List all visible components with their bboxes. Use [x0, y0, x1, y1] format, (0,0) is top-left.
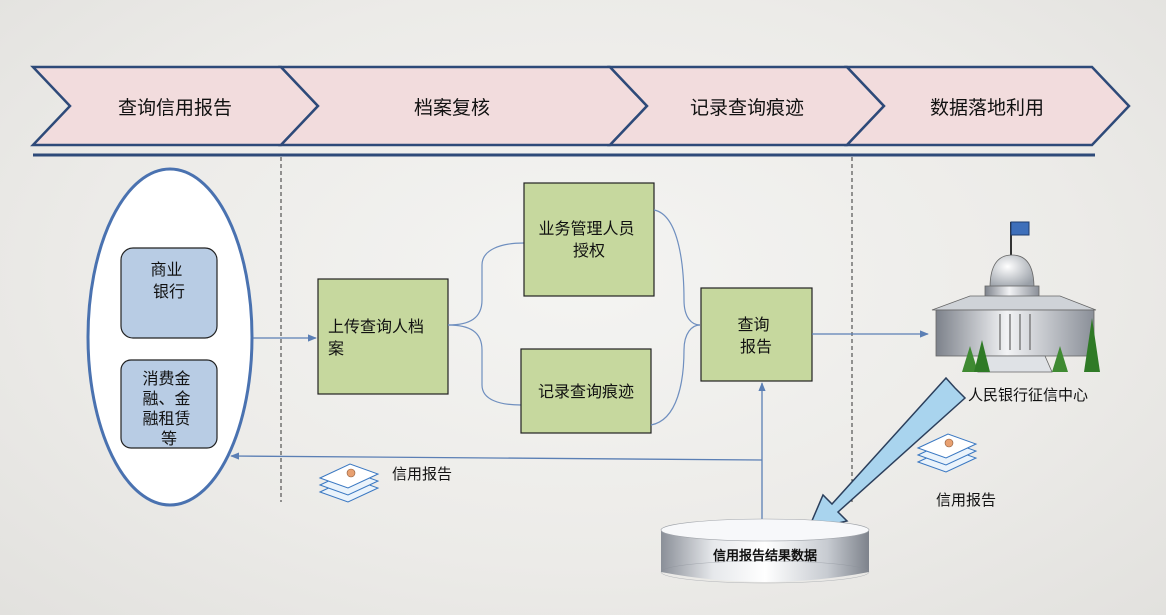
- svg-text:消费金 融、金 融租赁: 消费金 融、金 融租赁 等: [142, 369, 195, 448]
- result-database-cylinder[interactable]: 信用报告结果数据: [660, 518, 870, 584]
- manager-authorization-box[interactable]: 业务管理人员 授权: [523, 182, 655, 297]
- query-report-box[interactable]: 查询 报告: [700, 287, 813, 382]
- consumer-finance-line-3: 融租赁: [142, 409, 190, 428]
- upload-profile-box[interactable]: 上传查询人档 案: [317, 278, 449, 395]
- record-trace-box[interactable]: 记录查询痕迹: [520, 348, 652, 434]
- phase-label-2: 档案复核: [414, 97, 490, 119]
- phase-chevron-4: [844, 65, 1131, 147]
- brace-left-lower: [447, 324, 522, 406]
- brace-left: [447, 242, 525, 326]
- pboc-center-label: 人民银行征信中心: [968, 386, 1088, 404]
- commercial-bank-box[interactable]: 商业 银行: [120, 247, 218, 339]
- brace-right-lower: [650, 324, 701, 426]
- phase-label-3: 记录查询痕迹: [690, 97, 804, 119]
- pboc-building-icon: [931, 221, 1100, 373]
- database-label: 信用报告结果数据: [713, 548, 817, 564]
- upload-line-1: 上传查询人档: [328, 317, 424, 336]
- svg-text:查询 报告: 查询 报告: [737, 315, 774, 356]
- arrow-return-report: [230, 452, 763, 461]
- phase-band: 查询信用报告 档案复核 记录查询痕迹 数据落地利用: [30, 65, 1131, 157]
- report-icon-left: [318, 463, 380, 503]
- commercial-bank-line-2: 银行: [153, 282, 185, 301]
- consumer-finance-line-2: 融、金: [142, 389, 190, 408]
- svg-text:上传查询人档 案: 上传查询人档 案: [328, 317, 429, 358]
- query-report-line-2: 报告: [740, 337, 772, 356]
- credit-report-label-left: 信用报告: [392, 465, 452, 483]
- svg-text:商业 银行: 商业 银行: [150, 260, 187, 301]
- query-report-line-1: 查询: [737, 315, 769, 334]
- consumer-finance-line-4: 等: [161, 429, 177, 448]
- record-trace-line-1: 记录查询痕迹: [538, 382, 634, 401]
- report-icon-right: [916, 433, 978, 473]
- authorize-line-2: 授权: [573, 241, 605, 260]
- svg-text:记录查询痕迹: 记录查询痕迹: [538, 382, 634, 401]
- commercial-bank-line-1: 商业: [150, 260, 182, 279]
- upload-line-2: 案: [328, 339, 344, 358]
- consumer-finance-line-1: 消费金: [142, 369, 190, 388]
- brace-right-upper: [653, 209, 701, 326]
- phase-label-1: 查询信用报告: [118, 97, 232, 119]
- svg-text:业务管理人员 授权: 业务管理人员 授权: [538, 219, 639, 260]
- phase-label-4: 数据落地利用: [930, 97, 1044, 119]
- authorize-line-1: 业务管理人员: [538, 219, 634, 238]
- credit-report-label-right: 信用报告: [936, 491, 996, 509]
- consumer-finance-box[interactable]: 消费金 融、金 融租赁 等: [120, 359, 218, 449]
